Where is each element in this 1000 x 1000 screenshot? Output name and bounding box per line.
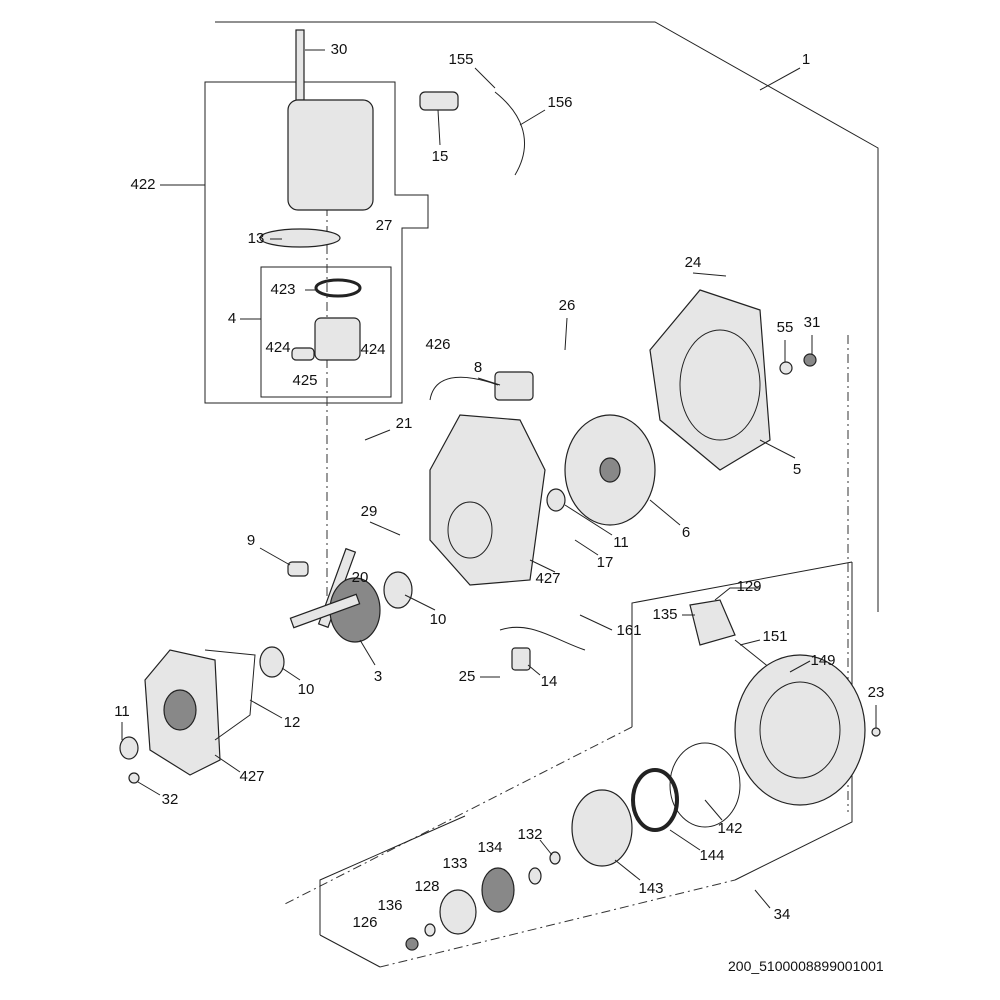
ignition-cable [494,91,525,176]
crankcase-half [429,414,546,586]
label-424b: 424 [360,341,385,358]
label-13: 13 [248,230,265,247]
fan-housing-5 [649,289,771,471]
label-155: 155 [448,51,473,68]
label-10: 10 [430,611,447,628]
label-24: 24 [685,254,702,271]
label-144: 144 [699,847,724,864]
bearing-9 [287,561,309,577]
label-427b: 427 [239,768,264,785]
label-126: 126 [352,914,377,931]
label-3: 3 [374,668,382,685]
label-134: 134 [477,839,502,856]
diagram-code: 200_5100008899001001 [728,958,884,974]
label-156: 156 [547,94,572,111]
washer-142 [669,742,741,828]
label-151: 151 [762,628,787,645]
label-423: 423 [270,281,295,298]
piston-ring [314,278,362,298]
seal-11 [546,488,566,512]
label-25: 25 [459,668,476,685]
starter-housing-149 [734,654,866,806]
label-29: 29 [361,503,378,520]
label-149: 149 [810,652,835,669]
label-5: 5 [793,461,801,478]
label-55: 55 [777,319,794,336]
label-20: 20 [352,569,369,586]
label-161: 161 [616,622,641,639]
label-129: 129 [736,578,761,595]
label-30: 30 [331,41,348,58]
label-11b: 11 [114,703,130,720]
label-17: 17 [597,554,614,571]
label-14: 14 [541,673,558,690]
label-11: 11 [613,534,629,551]
label-136: 136 [377,897,402,914]
seal-11b [119,736,139,760]
piston-pin [291,347,315,361]
label-6: 6 [682,524,690,541]
part-labels: 30 155 1 156 422 15 27 13 423 4 424 424 … [114,41,884,931]
label-9: 9 [247,532,255,549]
label-10b: 10 [298,681,315,698]
label-143: 143 [638,880,663,897]
label-27: 27 [376,217,393,234]
label-32: 32 [162,791,179,808]
label-422: 422 [130,176,155,193]
label-34: 34 [774,906,791,923]
label-424: 424 [265,339,290,356]
label-132: 132 [517,826,542,843]
label-15: 15 [432,148,449,165]
nut-126 [405,937,419,951]
label-426: 426 [425,336,450,353]
label-427: 427 [535,570,560,587]
label-128: 128 [414,878,439,895]
label-133: 133 [442,855,467,872]
label-21: 21 [396,415,413,432]
label-23: 23 [868,684,885,701]
label-135: 135 [652,606,677,623]
assembly-outlines [204,21,879,968]
pawl-133 [481,867,515,913]
ignition-coil-8 [494,371,534,401]
switch-14 [511,647,531,671]
label-1: 1 [802,51,810,68]
pulley-143 [571,789,633,867]
gasket-13 [259,228,341,248]
bolt-30 [295,29,305,101]
cylinder [287,99,374,211]
label-12: 12 [284,714,301,731]
spring-144 [631,768,679,832]
parts [119,29,881,951]
label-142: 142 [717,820,742,837]
bearing-10b [259,646,285,678]
piston [314,317,361,361]
starter-handle [689,599,736,646]
label-31: 31 [804,314,821,331]
plate-128 [439,889,477,935]
label-425: 425 [292,372,317,389]
label-4: 4 [228,310,236,327]
leader-lines [121,49,877,909]
label-26: 26 [559,297,576,314]
spring-134 [528,867,542,885]
label-8: 8 [474,359,482,376]
spark-plug [419,91,459,111]
bearing-10 [383,571,413,609]
